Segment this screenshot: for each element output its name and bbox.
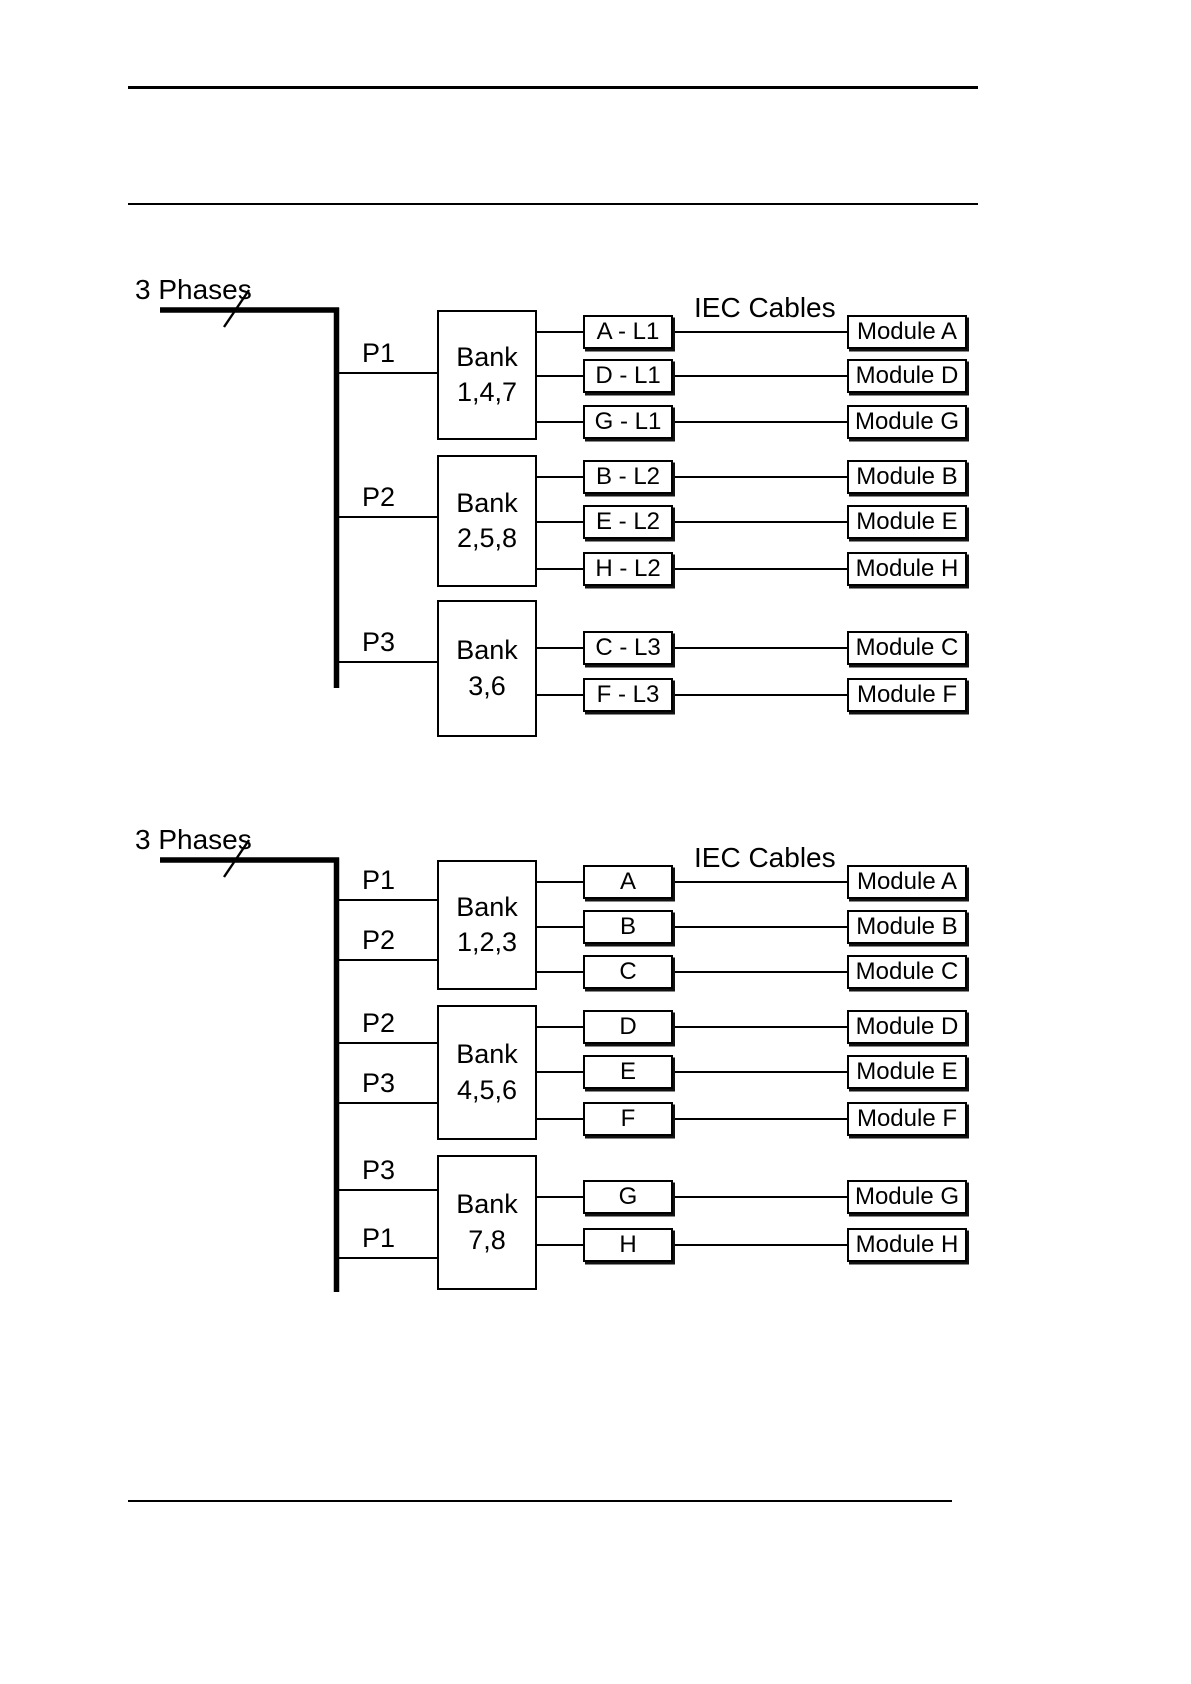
- cable-box-e: E: [583, 1055, 673, 1089]
- module-box-a2: Module A: [847, 865, 967, 899]
- bank-label-top: Bank: [456, 341, 518, 372]
- tap-label-p3-b: P3: [362, 1155, 396, 1185]
- module-box-e2: Module E: [847, 1055, 967, 1089]
- cable-box-c: C: [583, 955, 673, 989]
- module-box-f: Module F: [847, 678, 967, 712]
- tap-label-p2-a: P2: [362, 925, 396, 955]
- phase-bus-1: [160, 307, 340, 688]
- d2-cable-module-lines: [673, 881, 847, 1246]
- tap-label-p2: P2: [362, 482, 396, 512]
- module-box-a: Module A: [847, 315, 967, 349]
- phase-slash-1: [223, 289, 250, 328]
- top-rule-2: [128, 203, 978, 205]
- bottom-rule: [128, 1500, 952, 1502]
- d1-cable-module-lines: [673, 331, 847, 696]
- tap-label-p2-b: P2: [362, 1008, 396, 1038]
- cable-box-h: H: [583, 1228, 673, 1262]
- d1-branch-lines: [337, 372, 437, 663]
- phase-slash-2: [223, 839, 250, 878]
- cable-box-e-l2: E - L2: [583, 505, 673, 539]
- phases-label-1: 3 Phases: [135, 274, 252, 305]
- cable-box-f-l3: F - L3: [583, 678, 673, 712]
- bank-label-bottom: 1,4,7: [456, 377, 518, 407]
- cable-box-b: B: [583, 910, 673, 944]
- cable-box-a: A: [583, 865, 673, 899]
- module-box-f2: Module F: [847, 1102, 967, 1136]
- tap-label-p1-b: P1: [362, 1223, 396, 1253]
- d2-branch-lines: [337, 899, 437, 1259]
- module-box-c2: Module C: [847, 955, 967, 989]
- bank-label-top: Bank: [456, 891, 518, 922]
- d2-bank-cable-lines: [537, 881, 583, 1246]
- cable-box-a-l1: A - L1: [583, 315, 673, 349]
- bank-box-123: Bank 1,2,3: [437, 860, 537, 990]
- bank-label-bottom: 7,8: [468, 1224, 506, 1255]
- tap-label-p1-a: P1: [362, 865, 396, 895]
- module-box-g2: Module G: [847, 1180, 967, 1214]
- tap-label-p3: P3: [362, 627, 396, 657]
- cable-box-h-l2: H - L2: [583, 552, 673, 586]
- iec-cables-label-2: IEC Cables: [694, 842, 836, 873]
- cable-box-f: F: [583, 1102, 673, 1136]
- bank-label-bottom: 4,5,6: [456, 1074, 518, 1105]
- module-box-b2: Module B: [847, 910, 967, 944]
- bank-label-top: Bank: [456, 1189, 518, 1220]
- bank-label-bottom: 2,5,8: [456, 523, 518, 553]
- phase-bus-2: [160, 857, 340, 1292]
- module-box-c: Module C: [847, 631, 967, 665]
- bank-label-bottom: 1,2,3: [456, 927, 518, 957]
- bank-label-bottom: 3,6: [468, 670, 506, 701]
- bank-box-78: Bank 7,8: [437, 1155, 537, 1290]
- module-box-h2: Module H: [847, 1228, 967, 1262]
- module-box-b: Module B: [847, 460, 967, 494]
- cable-box-g-l1: G - L1: [583, 405, 673, 439]
- module-box-g: Module G: [847, 405, 967, 439]
- module-box-e: Module E: [847, 505, 967, 539]
- bank-label-top: Bank: [456, 635, 518, 666]
- cable-box-d-l1: D - L1: [583, 359, 673, 393]
- module-box-h: Module H: [847, 552, 967, 586]
- top-rule-1: [128, 86, 978, 89]
- bank-label-top: Bank: [456, 1039, 518, 1070]
- module-box-d2: Module D: [847, 1010, 967, 1044]
- tap-label-p1: P1: [362, 338, 396, 368]
- module-box-d: Module D: [847, 359, 967, 393]
- cable-box-g: G: [583, 1180, 673, 1214]
- bank-box-147: Bank 1,4,7: [437, 310, 537, 440]
- bank-box-456: Bank 4,5,6: [437, 1005, 537, 1140]
- d1-bank-cable-lines: [537, 331, 583, 696]
- cable-box-d: D: [583, 1010, 673, 1044]
- bank-label-top: Bank: [456, 487, 518, 518]
- iec-cables-label-1: IEC Cables: [694, 292, 836, 323]
- tap-label-p3-a: P3: [362, 1068, 396, 1098]
- cable-box-c-l3: C - L3: [583, 631, 673, 665]
- phases-label-2: 3 Phases: [135, 824, 252, 855]
- bank-box-36: Bank 3,6: [437, 600, 537, 737]
- cable-box-b-l2: B - L2: [583, 460, 673, 494]
- bank-box-258: Bank 2,5,8: [437, 455, 537, 587]
